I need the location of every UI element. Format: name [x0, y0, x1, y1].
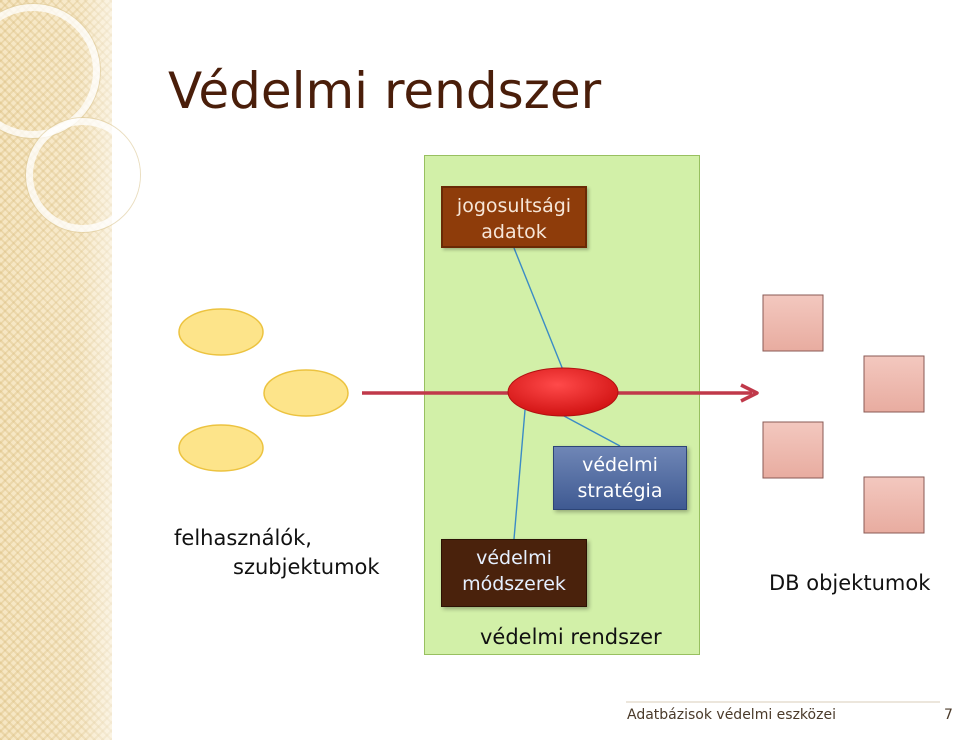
db-object-square — [863, 355, 925, 413]
core-ellipse — [507, 367, 619, 417]
slide-title: Védelmi rendszer — [168, 62, 602, 120]
user-ellipse — [263, 369, 349, 417]
user-ellipse — [178, 424, 264, 472]
decorative-ring-small — [26, 118, 140, 232]
db-object-square — [863, 476, 925, 534]
user-ellipse — [178, 308, 264, 356]
protection-strategy-box: védelmi stratégia — [553, 446, 687, 510]
protection-methods-line2: módszerek — [462, 573, 566, 595]
protection-system-label: védelmi rendszer — [480, 625, 662, 649]
authorization-data-line2: adatok — [481, 221, 547, 243]
protection-strategy-line2: stratégia — [577, 480, 663, 502]
protection-methods-line1: védelmi — [476, 547, 552, 569]
access-arrow-head — [740, 383, 759, 403]
users-label-line1: felhasználók, — [174, 526, 312, 550]
footer-title: Adatbázisok védelmi eszközei — [627, 707, 836, 723]
connector-auth-core — [513, 247, 564, 371]
protection-methods-box: védelmi módszerek — [441, 539, 587, 607]
connector-core-strategy — [563, 415, 621, 447]
authorization-data-box: jogosultsági adatok — [441, 186, 587, 248]
db-objects-label: DB objektumok — [769, 571, 931, 595]
connector-core-methods — [513, 409, 526, 540]
page-number: 7 — [944, 707, 953, 723]
users-label-line2: szubjektumok — [233, 555, 380, 579]
db-object-square — [762, 294, 824, 352]
db-object-square — [762, 421, 824, 479]
authorization-data-line1: jogosultsági — [456, 195, 572, 217]
protection-strategy-line1: védelmi — [582, 454, 658, 476]
